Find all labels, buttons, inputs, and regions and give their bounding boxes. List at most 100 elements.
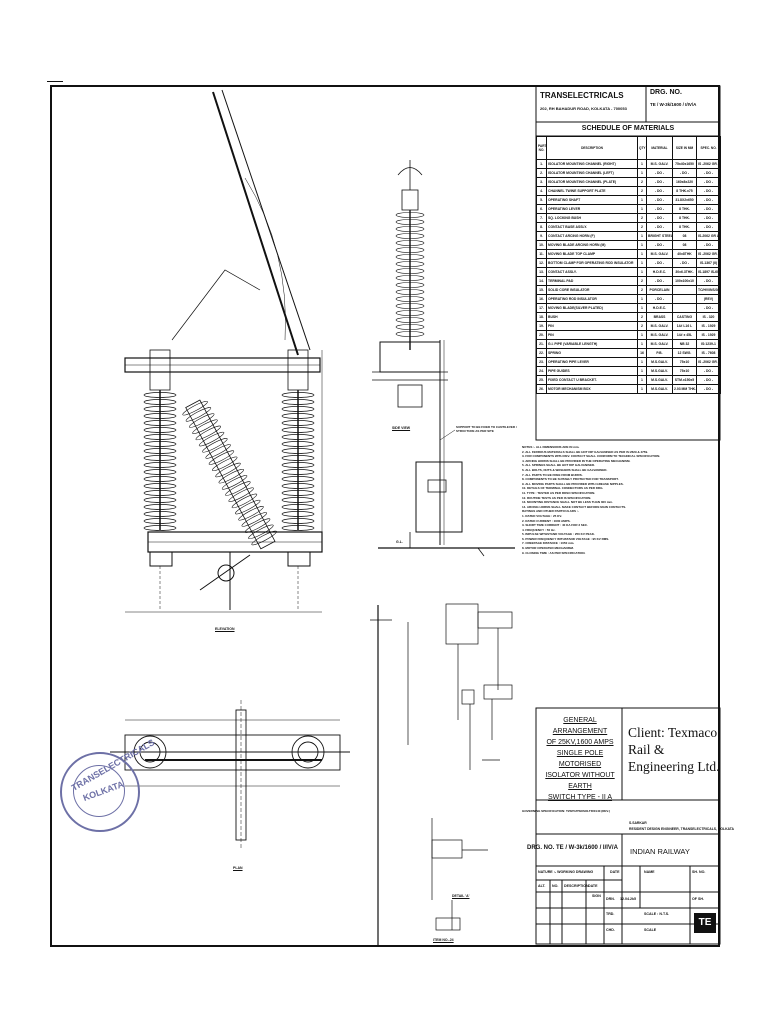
note-line: 2. ALL FERROUS MATERIALS SHALL BE HOT DI… xyxy=(522,449,648,454)
bom-cell: M.S. GALV. xyxy=(646,321,673,331)
bom-cell: IS-1897 IS-6025 xyxy=(696,267,721,277)
bom-cell: PIN xyxy=(546,321,638,331)
note-line: 12. ROUTINE TESTS AS PER IS SPECIFICATIO… xyxy=(522,495,592,500)
bom-cell: PIN xyxy=(546,330,638,340)
bom-cell: IS-2062 GR A xyxy=(696,231,721,241)
title-block-header: TRANSELECTRICALS 202, RH BAHADUR ROAD, K… xyxy=(536,86,720,122)
bom-cell: BUSH xyxy=(546,312,638,322)
note-line: RATINGS AND OTHER PARTICULARS :- xyxy=(522,509,579,514)
bom-cell: 15. xyxy=(536,285,547,295)
bom-cell: IS -2062 GR A xyxy=(696,249,721,259)
table-row: 8.CONTACT BASE ASSLY.2- DO -8 THK.- DO - xyxy=(536,222,721,232)
bom-cell: 1 xyxy=(637,339,647,349)
bom-cell: 08 xyxy=(672,231,697,241)
bom-cell xyxy=(672,294,697,304)
bom-cell: - DO - xyxy=(646,294,673,304)
bom-cell: BRASS xyxy=(646,312,673,322)
drn-label: DRN. xyxy=(606,897,615,901)
bom-cell: M.S. GALV. xyxy=(646,339,673,349)
bom-header-cell: SPEC. NO. xyxy=(696,136,721,160)
note-line: 14. ARCING HORNS SHALL MAKE CONTACT BEFO… xyxy=(522,504,627,509)
bom-cell: 21. xyxy=(536,339,547,349)
bom-cell: - DO - xyxy=(646,168,673,178)
bom-cell: OPERATING SHAFT xyxy=(546,195,638,205)
bom-cell: 1 xyxy=(637,294,647,304)
bom-cell: - DO - xyxy=(696,213,721,223)
bom-cell: - DO - xyxy=(646,240,673,250)
stamp-inner-ring xyxy=(73,765,125,817)
bom-cell: - DO - xyxy=(696,366,721,376)
bom-cell: 2 xyxy=(637,276,647,286)
bom-cell: 2 xyxy=(637,285,647,295)
drawing-number-label: DRG. NO. xyxy=(650,89,682,96)
bom-cell: 6. xyxy=(536,204,547,214)
bom-cell: 1 xyxy=(637,231,647,241)
item-number-label: ITEM NO.-24 xyxy=(433,938,454,942)
bom-cell: 14# x 45L xyxy=(672,330,697,340)
bom-cell: MOVING BLADE TOP CLAMP xyxy=(546,249,638,259)
bom-cell: 2 xyxy=(637,321,647,331)
bom-cell: 2. xyxy=(536,168,547,178)
bom-cell: SPRING xyxy=(546,348,638,358)
bom-cell: - DO - xyxy=(646,258,673,268)
client-name: Client: Texmaco Rail & Engineering Ltd. xyxy=(628,725,720,774)
drawing-title-line: SWITCH TYPE - II A xyxy=(547,794,613,801)
schedule-title: SCHEDULE OF MATERIALS xyxy=(581,125,675,132)
bom-cell: CONTACT ARCING HORN (F) xyxy=(546,231,638,241)
bom-cell: P.B. xyxy=(646,348,673,358)
table-row: 2.ISOLATOR MOUNTING CHANNEL (LEFT)1- DO … xyxy=(536,168,721,178)
name-label: NAME xyxy=(644,870,655,874)
rev-col-sign: SIGN xyxy=(592,894,601,898)
bom-cell: FIXED CONTACT U BRACKET. xyxy=(546,375,638,385)
bom-cell: - DO - xyxy=(646,186,673,196)
bom-cell: - DO - xyxy=(646,213,673,223)
rev-col-description: DESCRIPTION xyxy=(564,884,589,888)
bom-cell: 16 xyxy=(637,348,647,358)
bom-cell: 24. xyxy=(536,366,547,376)
drawing-title-line: GENERAL ARRANGEMENT xyxy=(552,717,608,735)
bom-cell: - DO - xyxy=(696,186,721,196)
bom-cell: - DO - xyxy=(696,177,721,187)
bom-cell: 12 SWG. xyxy=(672,348,697,358)
bom-cell: - DO - xyxy=(696,276,721,286)
note-line: NOTES :- ALL DIMENSIONS ARE IN mm. xyxy=(522,445,580,449)
bom-cell: TC/HV/INS/364 xyxy=(696,285,721,295)
bom-cell: - DO - xyxy=(646,204,673,214)
note-line: 9. ALL MOVING PARTS SHALL BE PROVIDED WI… xyxy=(522,481,624,486)
bom-cell: 10. xyxy=(536,240,547,250)
bom-cell: 75x10 xyxy=(672,366,697,376)
date-label: DATE xyxy=(610,870,620,874)
rev-col-alt: ALT. xyxy=(538,884,546,888)
trd-label: TRD. xyxy=(606,912,615,916)
bom-cell: OPERATING ROD INSULATOR xyxy=(546,294,638,304)
drawing-title-line: ISOLATOR WITHOUT EARTH xyxy=(545,772,615,790)
bom-cell: - DO - xyxy=(696,204,721,214)
company-stamp: TRANSELECTRICALS KOLKATA xyxy=(60,737,156,832)
note-line: 5. ALL SPRINGS SHALL BE HOT DIP GALVANIS… xyxy=(522,463,595,468)
bom-cell: 1 xyxy=(637,357,647,367)
side-view-label: SIDE VIEW xyxy=(392,426,411,430)
note-line: 7. CREEPAGE DISTANCE : 1050 mm. xyxy=(522,541,575,546)
bom-cell: 7. xyxy=(536,213,547,223)
bom-cell: 30x6.3THK. xyxy=(672,267,697,277)
bom-cell: 08 xyxy=(672,240,697,250)
bom-cell: 8. xyxy=(536,222,547,232)
bom-cell: 8 THK.x75 xyxy=(672,186,697,196)
bom-cell: 1 xyxy=(637,384,647,394)
bom-cell: 18. xyxy=(536,312,547,322)
note-line: 4. FREQUENCY : 50 Hz. xyxy=(522,527,556,532)
drn-date: 12.04.2k5 xyxy=(620,897,636,901)
bom-cell: MOVING BLADE ARCING HORN (M) xyxy=(546,240,638,250)
bom-cell: SQ. LOCKING BUSH xyxy=(546,213,638,223)
bom-cell: 17. xyxy=(536,303,547,313)
bom-cell: - DO - xyxy=(696,168,721,178)
